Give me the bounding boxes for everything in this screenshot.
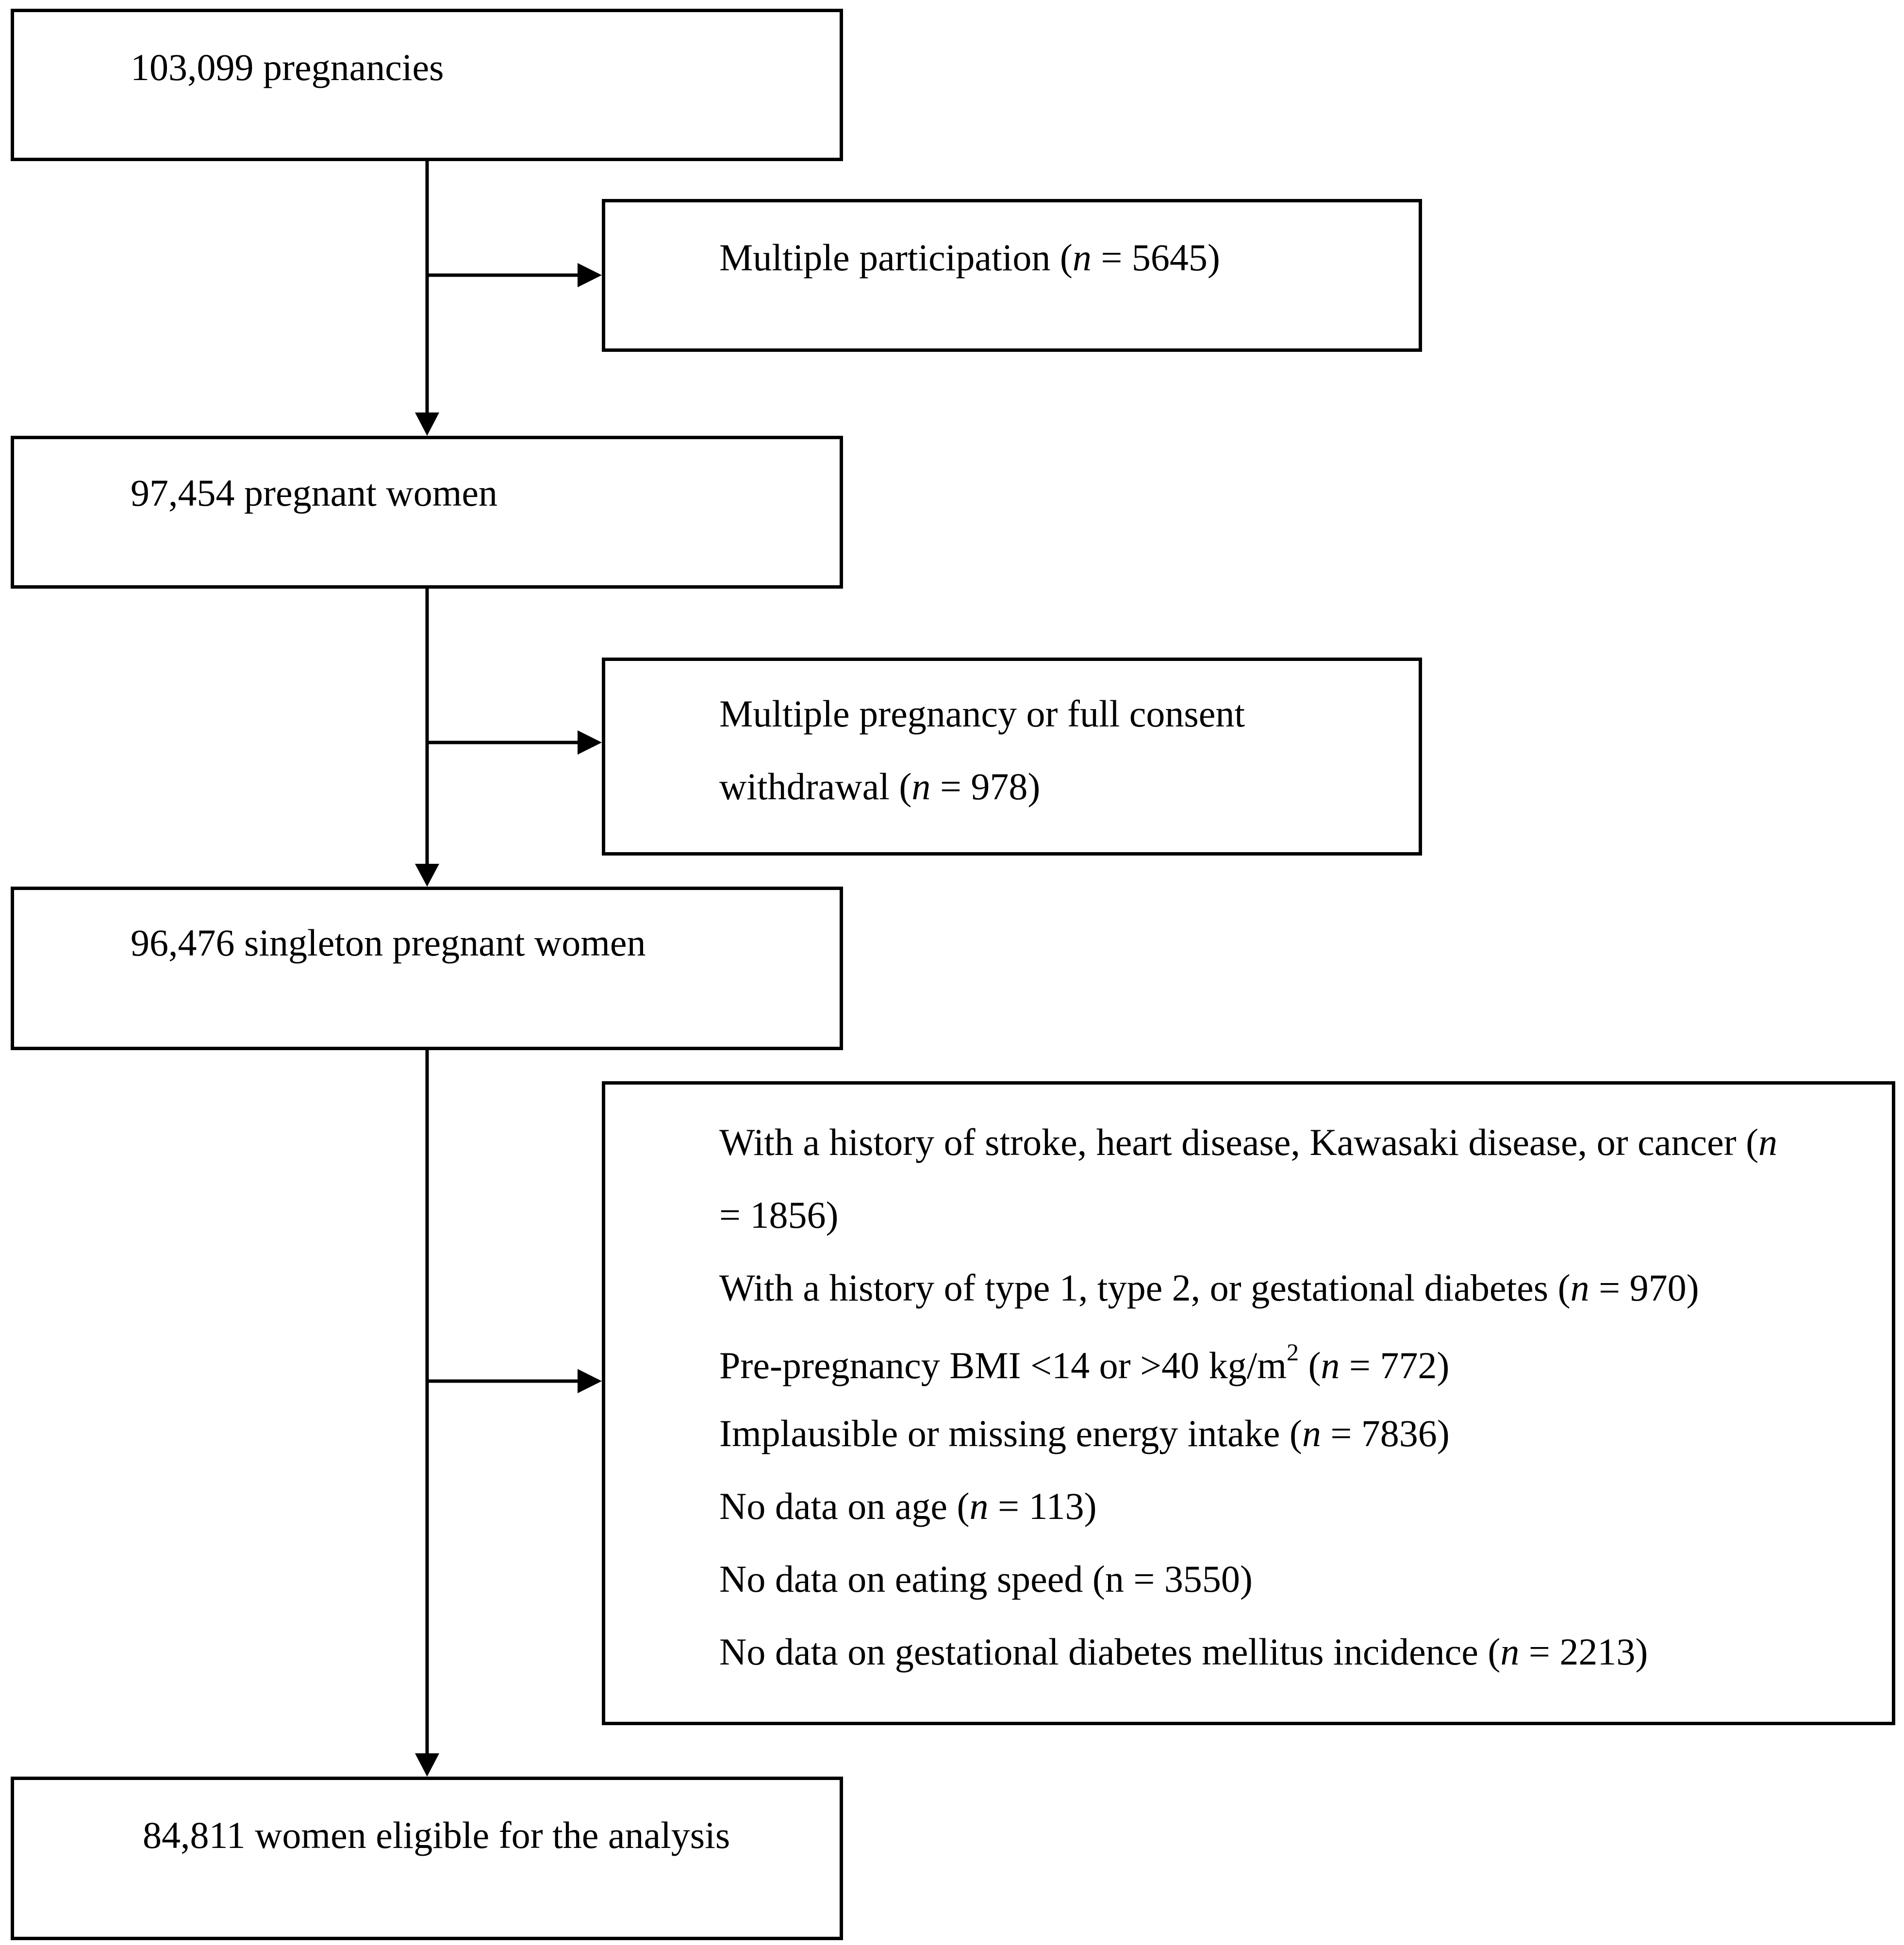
- box-singleton-pregnant-women: 96,476 singleton pregnant women: [11, 887, 843, 1050]
- criterion-history-diabetes: With a history of type 1, type 2, or ges…: [719, 1267, 1699, 1309]
- box-exclusion-multiple-participation: Multiple participation (n = 5645): [602, 199, 1422, 352]
- multiple-participation-label: Multiple participation (n = 5645): [719, 236, 1220, 279]
- arrow-down-1: [415, 412, 439, 436]
- singleton-women-label: 96,476 singleton pregnant women: [131, 922, 646, 964]
- total-pregnancies-label: 103,099 pregnancies: [131, 46, 444, 88]
- criterion-bmi: Pre-pregnancy BMI <14 or >40 kg/m2 (n = …: [719, 1338, 1450, 1386]
- criterion-eating-speed: No data on eating speed (n = 3550): [719, 1558, 1253, 1600]
- criterion-history-stroke-cont: = 1856): [719, 1194, 839, 1236]
- arrow-right-1: [578, 263, 602, 287]
- arrow-down-2: [415, 864, 439, 887]
- pregnant-women-label: 97,454 pregnant women: [131, 472, 498, 514]
- criterion-history-stroke: With a history of stroke, heart disease,…: [719, 1121, 1778, 1163]
- arrow-right-3: [578, 1369, 602, 1393]
- criterion-energy-intake: Implausible or missing energy intake (n …: [719, 1412, 1450, 1454]
- arrow-down-3: [415, 1753, 439, 1777]
- criterion-gdm-incidence: No data on gestational diabetes mellitus…: [719, 1631, 1648, 1673]
- multiple-pregnancy-line2: withdrawal (n = 978): [719, 765, 1041, 808]
- box-exclusion-criteria: With a history of stroke, heart disease,…: [602, 1081, 1895, 1725]
- box-pregnant-women: 97,454 pregnant women: [11, 436, 843, 589]
- multiple-pregnancy-line1: Multiple pregnancy or full consent: [719, 692, 1245, 735]
- criterion-age: No data on age (n = 113): [719, 1485, 1097, 1527]
- box-total-pregnancies: 103,099 pregnancies: [11, 9, 843, 161]
- arrow-right-2: [578, 730, 602, 755]
- box-eligible-women: 84,811 women eligible for the analysis: [11, 1777, 843, 1940]
- eligible-women-label: 84,811 women eligible for the analysis: [143, 1814, 730, 1856]
- box-exclusion-multiple-pregnancy: Multiple pregnancy or full consent withd…: [602, 658, 1422, 856]
